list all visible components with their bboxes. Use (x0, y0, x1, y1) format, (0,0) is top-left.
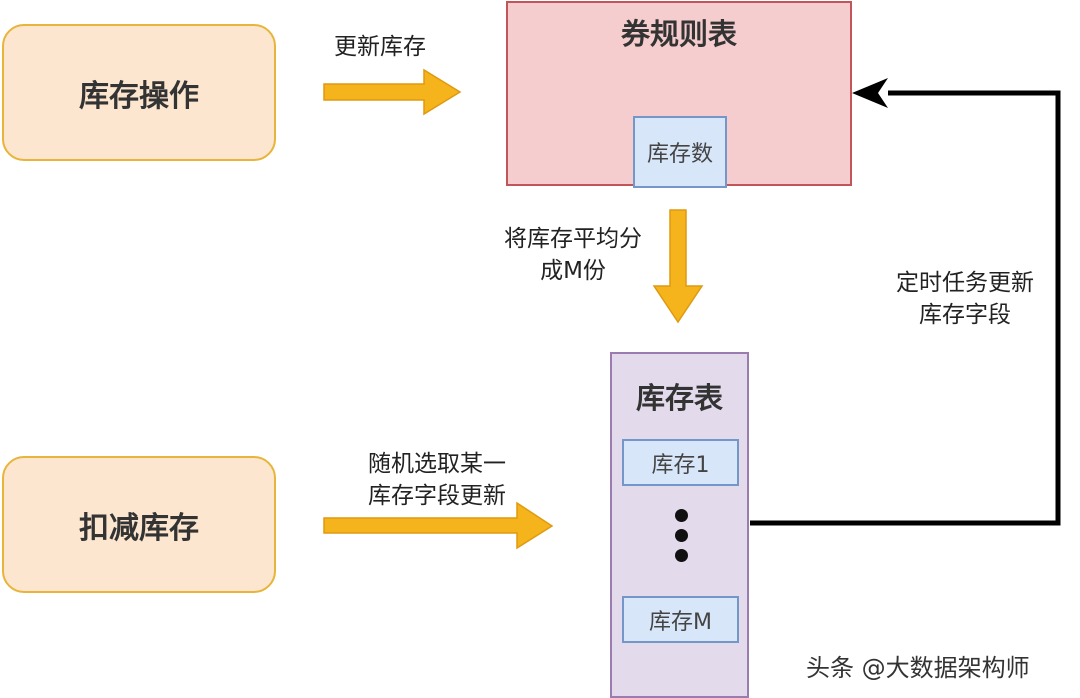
stock-field-m-label: 库存M (649, 609, 712, 635)
random-update-label-line2: 库存字段更新 (368, 482, 506, 509)
stock-count-label: 库存数 (646, 142, 713, 167)
update-stock-arrow (323, 68, 462, 116)
coupon-rule-table-title: 券规则表 (620, 17, 737, 51)
scheduled-update-arrowhead (852, 78, 888, 108)
stock-operation-box: 库存操作 (2, 24, 276, 161)
stock-table: 库存表 库存1 库存M (610, 352, 749, 698)
stock-operation-label: 库存操作 (79, 78, 199, 114)
coupon-rule-table: 券规则表 库存数 (506, 1, 852, 188)
scheduled-update-connector (750, 90, 1061, 526)
random-update-arrow (323, 501, 554, 550)
scheduled-update-label: 定时任务更新 库存字段 (877, 268, 1053, 331)
split-stock-label-line1: 将库存平均分 (504, 226, 642, 252)
ellipsis-dot (675, 509, 688, 522)
deduct-stock-label: 扣减库存 (79, 510, 199, 546)
ellipsis-dot (675, 549, 688, 562)
split-stock-label-line2: 成M份 (540, 257, 606, 284)
stock-table-title: 库存表 (635, 381, 723, 415)
scheduled-update-label-line2: 库存字段 (919, 301, 1011, 328)
ellipsis-dot (675, 529, 688, 542)
stock-field-m: 库存M (622, 596, 739, 643)
deduct-stock-box: 扣减库存 (2, 456, 276, 593)
stock-field-1-label: 库存1 (651, 452, 710, 478)
watermark: 头条 @大数据架构师 (806, 654, 1030, 682)
split-stock-label: 将库存平均分 成M份 (487, 224, 659, 287)
stock-field-1: 库存1 (622, 439, 739, 486)
stock-count-field: 库存数 (633, 116, 727, 188)
update-stock-label: 更新库存 (334, 34, 426, 60)
random-update-label: 随机选取某一 库存字段更新 (348, 449, 526, 512)
random-update-label-line1: 随机选取某一 (368, 451, 506, 477)
scheduled-update-label-line1: 定时任务更新 (896, 270, 1034, 296)
split-stock-arrow (652, 209, 704, 324)
